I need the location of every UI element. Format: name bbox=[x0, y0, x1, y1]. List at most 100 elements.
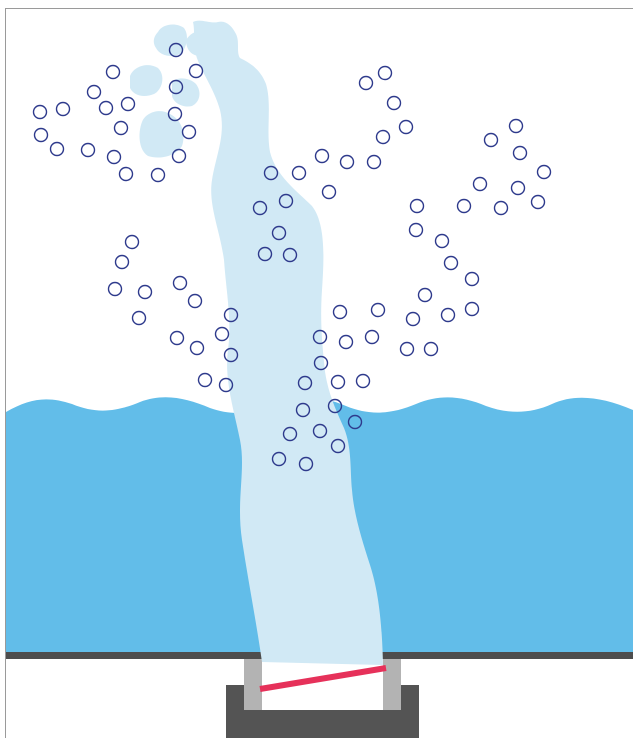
splash-droplet bbox=[186, 31, 212, 56]
bubble bbox=[167, 106, 183, 122]
bubble bbox=[464, 271, 480, 287]
bubble bbox=[271, 451, 287, 467]
bubble bbox=[105, 64, 121, 80]
bubble bbox=[483, 132, 499, 148]
bubble bbox=[386, 95, 402, 111]
bubble bbox=[257, 246, 273, 262]
bubble bbox=[508, 118, 524, 134]
bubble bbox=[124, 234, 140, 250]
bubble bbox=[187, 293, 203, 309]
bubble bbox=[223, 347, 239, 363]
bubble bbox=[33, 127, 49, 143]
bubble bbox=[366, 154, 382, 170]
bubble bbox=[168, 42, 184, 58]
bubble bbox=[171, 148, 187, 164]
bubble bbox=[536, 164, 552, 180]
bubble bbox=[443, 255, 459, 271]
bubble bbox=[409, 198, 425, 214]
bubble bbox=[456, 198, 472, 214]
bubble bbox=[298, 456, 314, 472]
bubble bbox=[80, 142, 96, 158]
frame bbox=[5, 8, 633, 738]
bubble bbox=[106, 149, 122, 165]
valve-membrane bbox=[259, 665, 387, 692]
bubble bbox=[355, 373, 371, 389]
bubble bbox=[370, 302, 386, 318]
bubble bbox=[168, 79, 184, 95]
bubble bbox=[512, 145, 528, 161]
bubble bbox=[150, 167, 166, 183]
splash-droplet bbox=[139, 111, 184, 158]
bubble bbox=[118, 166, 134, 182]
bubble bbox=[137, 284, 153, 300]
bubble bbox=[169, 330, 185, 346]
bubble bbox=[472, 176, 488, 192]
bubble bbox=[339, 154, 355, 170]
bubble bbox=[434, 233, 450, 249]
bubble bbox=[291, 165, 307, 181]
bubble bbox=[338, 334, 354, 350]
bubble bbox=[405, 311, 421, 327]
bubble bbox=[510, 180, 526, 196]
bubble bbox=[295, 402, 311, 418]
bubble bbox=[347, 414, 363, 430]
bubble bbox=[408, 222, 424, 238]
splash-droplets bbox=[130, 24, 212, 158]
bubble bbox=[321, 184, 337, 200]
bubble bbox=[197, 372, 213, 388]
bubble bbox=[377, 65, 393, 81]
splash-droplet bbox=[130, 65, 163, 96]
bubble bbox=[189, 340, 205, 356]
bubbles bbox=[32, 42, 552, 472]
bubble bbox=[417, 287, 433, 303]
bubble bbox=[214, 326, 230, 342]
bubble bbox=[188, 63, 204, 79]
bubble bbox=[120, 96, 136, 112]
bubble bbox=[312, 329, 328, 345]
bubble bbox=[313, 355, 329, 371]
bubble bbox=[282, 426, 298, 442]
bubble bbox=[314, 148, 330, 164]
outlet-nozzle-left-wall bbox=[244, 659, 262, 710]
bubble bbox=[223, 307, 239, 323]
bubble bbox=[55, 101, 71, 117]
bubble bbox=[398, 119, 414, 135]
bubble bbox=[181, 124, 197, 140]
bubble bbox=[271, 225, 287, 241]
bubble bbox=[98, 100, 114, 116]
bubble bbox=[440, 307, 456, 323]
splash-droplet bbox=[172, 78, 200, 107]
bubble bbox=[358, 75, 374, 91]
splash-droplet bbox=[153, 24, 187, 56]
bubble bbox=[327, 398, 343, 414]
bubble bbox=[375, 129, 391, 145]
bubble bbox=[172, 275, 188, 291]
bubble bbox=[330, 438, 346, 454]
bubble bbox=[530, 194, 546, 210]
bubble bbox=[464, 301, 480, 317]
bubble bbox=[32, 104, 48, 120]
bubble bbox=[330, 374, 346, 390]
bubble bbox=[263, 165, 279, 181]
bubble bbox=[297, 375, 313, 391]
bubble bbox=[113, 120, 129, 136]
bubble bbox=[114, 254, 130, 270]
bubble bbox=[252, 200, 268, 216]
water-jet bbox=[193, 20, 383, 665]
outlet-nozzle-right-wall bbox=[383, 659, 401, 710]
bubble bbox=[399, 341, 415, 357]
bubble bbox=[278, 193, 294, 209]
bubble bbox=[312, 423, 328, 439]
bubble bbox=[423, 341, 439, 357]
bubble bbox=[332, 304, 348, 320]
bubble bbox=[107, 281, 123, 297]
bubble bbox=[282, 247, 298, 263]
bubble bbox=[493, 200, 509, 216]
bubble bbox=[131, 310, 147, 326]
bubble bbox=[218, 377, 234, 393]
bubble bbox=[49, 141, 65, 157]
bubble bbox=[86, 84, 102, 100]
bubble bbox=[364, 329, 380, 345]
